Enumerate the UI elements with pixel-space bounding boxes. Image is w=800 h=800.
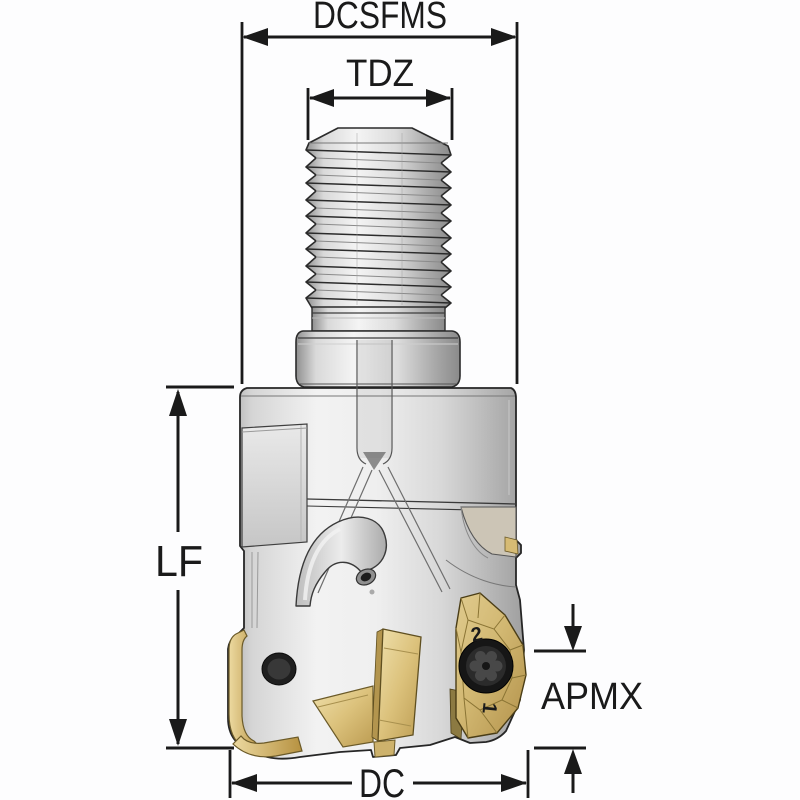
dimension-tdz: TDZ: [306, 53, 454, 140]
dimension-dc: DC: [228, 750, 530, 800]
right-insert-facet-lines: [455, 592, 527, 739]
left-edge-bevel-lines: [251, 551, 259, 629]
upper-right-pocket: [445, 506, 519, 588]
dcsfms-label: DCSFMS: [313, 0, 447, 37]
neck-collar: [295, 330, 461, 388]
side-clamp-screw: [261, 652, 297, 686]
slot-bottom-wedge: [363, 452, 386, 470]
insert-number-2: 2: [469, 623, 484, 647]
seat-curve: [445, 559, 517, 588]
lf-arrowhead-down: [169, 719, 187, 746]
slot-left-line: [356, 340, 367, 465]
slot-right-line: [382, 340, 393, 465]
tdz-label: TDZ: [346, 53, 414, 95]
flute-tube: [295, 516, 388, 607]
runout-cylinder: [311, 306, 446, 332]
torx-screw: [458, 638, 514, 694]
apmx-label: APMX: [541, 676, 643, 718]
lambda-right-leg: [378, 466, 451, 593]
coolant-slot: [308, 340, 451, 594]
left-insert-shoe: [232, 735, 303, 758]
thread-runout: [311, 306, 446, 332]
left-clamping-flat: [241, 423, 308, 629]
apmx-arrowhead-up: [564, 749, 582, 774]
apmx-arrowhead-down: [564, 626, 582, 651]
pocket-face: [460, 506, 517, 558]
coolant-hole: [360, 572, 372, 582]
dcsfms-arrowhead-left: [242, 28, 268, 46]
upper-insert-sliver: [504, 536, 519, 555]
lf-label: LF: [155, 537, 203, 586]
tdz-arrowhead-right: [426, 89, 451, 107]
flute-dot: [369, 589, 375, 595]
wiper-fold-line: [317, 694, 369, 708]
collar-shape: [295, 330, 461, 388]
dimension-lf: LF: [155, 385, 234, 750]
chip-flute: [295, 516, 388, 607]
threaded-shank: [305, 127, 452, 309]
front-insert-facet-lines: [378, 647, 419, 727]
tdz-arrowhead-left: [309, 89, 334, 107]
flat-panel: [241, 423, 308, 548]
dimension-apmx: APMX: [534, 604, 643, 793]
front-insert-group: [312, 628, 465, 758]
slot-shade: [358, 340, 391, 458]
front-insert-tab: [373, 739, 396, 758]
torx-center-dot: [482, 662, 490, 670]
dc-arrowhead-left: [231, 774, 257, 792]
right-insert: 2 1: [455, 592, 527, 739]
flute-tube-highlight: [303, 527, 341, 601]
thread-front-facets: [356, 133, 403, 305]
left-insert: [228, 629, 303, 758]
dimension-dcsfms: DCSFMS: [240, 0, 519, 384]
thread-crest-lines: [305, 149, 452, 304]
insert-number-1: 1: [477, 701, 500, 714]
flat-panel-top-shadow: [241, 427, 308, 433]
crown-joint-line-1: [306, 498, 517, 505]
pocket-lip-line: [460, 506, 489, 559]
wiper-insert: [312, 685, 374, 748]
dcsfms-arrowhead-right: [491, 28, 517, 46]
thread-root-lines: [315, 157, 442, 296]
lf-arrowhead-up: [169, 389, 187, 416]
dc-label: DC: [359, 762, 405, 800]
dc-arrowhead-right: [501, 774, 527, 792]
side-screw-center: [267, 658, 291, 680]
front-insert-face: [377, 628, 422, 742]
